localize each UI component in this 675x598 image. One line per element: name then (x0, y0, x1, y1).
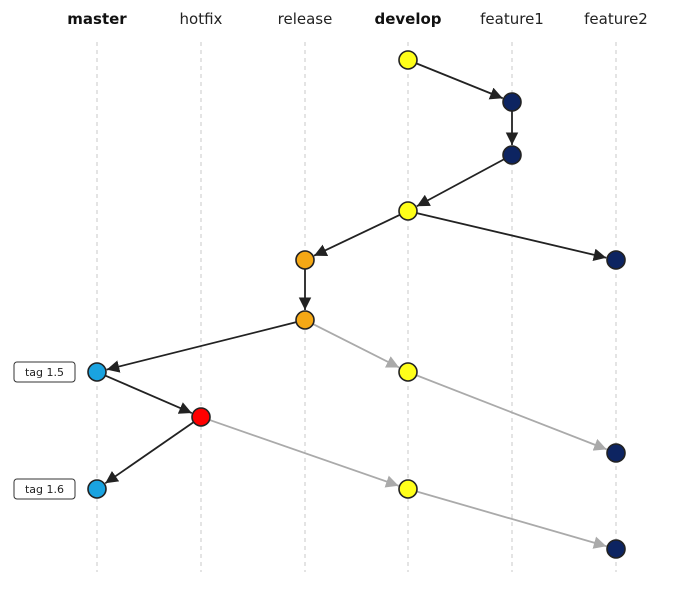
commit-r1 (295, 250, 315, 270)
branch-label-develop: develop (374, 10, 441, 28)
tag-label: tag 1.6 (25, 483, 64, 496)
commit-m1 (87, 362, 107, 382)
edge-d2-f2a (416, 212, 607, 261)
tag-labels: tag 1.5 tag 1.6 (13, 361, 76, 500)
commit-d2 (398, 201, 418, 221)
commit-d3 (398, 362, 418, 382)
commit-f2b (606, 443, 626, 463)
commit-f1b (502, 145, 522, 165)
edge-d4-f2c (416, 490, 607, 549)
commit-f2c (606, 539, 626, 559)
branch-label-feature1: feature1 (480, 10, 544, 28)
commit-r2 (295, 310, 315, 330)
edge-d1-f1a (416, 62, 504, 100)
tag-label: tag 1.5 (25, 366, 64, 379)
edge-m1-h1 (104, 374, 193, 414)
edge-d3-f2b (416, 374, 608, 451)
commit-edges (104, 62, 608, 549)
edge-h1-m2 (104, 421, 195, 485)
commit-f2a (606, 250, 626, 270)
commit-m2 (87, 479, 107, 499)
commit-h1 (191, 407, 211, 427)
branch-label-hotfix: hotfix (180, 10, 223, 28)
commit-nodes (87, 50, 626, 559)
commit-d1 (398, 50, 418, 70)
commit-f1a (502, 92, 522, 112)
edge-r2-d3 (312, 323, 400, 369)
tag-box (13, 361, 76, 383)
edge-h1-d4 (209, 419, 399, 488)
edge-f1b-d2 (416, 158, 505, 208)
branch-label-release: release (278, 10, 333, 28)
commit-d4 (398, 479, 418, 499)
edge-r2-m1 (106, 321, 297, 373)
branch-label-feature2: feature2 (584, 10, 648, 28)
tag-box (13, 478, 76, 500)
edge-d2-r1 (313, 214, 401, 257)
branch-label-master: master (67, 10, 127, 28)
branch-lanes: master hotfix release develop feature1 featur… (67, 10, 648, 572)
